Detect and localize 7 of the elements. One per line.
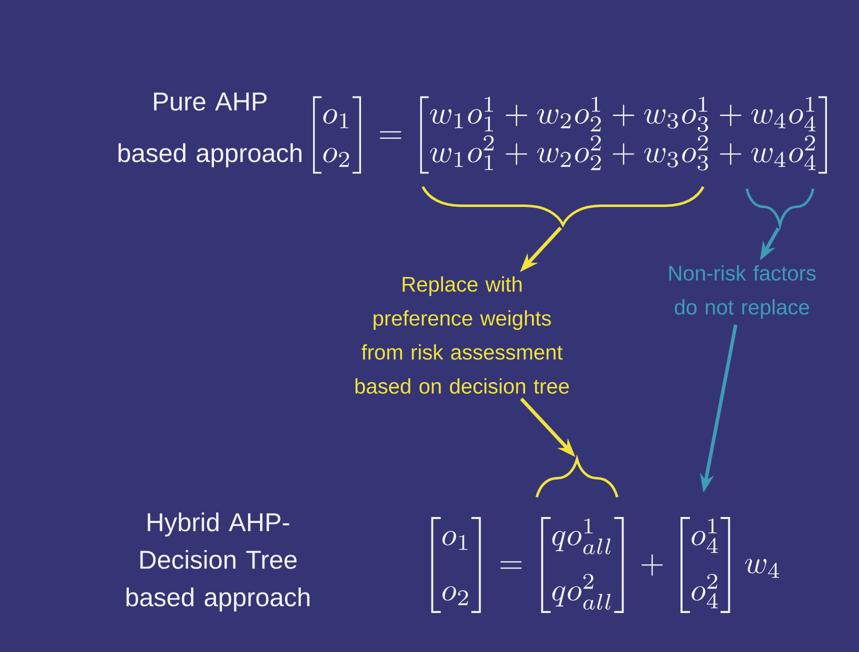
approach-label: Hybrid AHP-Decision Tree based approach (126, 512, 310, 612)
approach-label: Pure AHP based approach (118, 92, 302, 168)
annotation-text: Non-risk factors do not replace (669, 265, 816, 319)
equation: $\begin{bmatrix} o_1 \\[1ex] o_2 \end{bmatrix} = \begin{bmatrix} q o_{all}^1 \\[1ex] q o_{all}^2 \end{bmatrix} + \begin{bmatrix} o_4^1 \\[1ex] o_4^2 \end{bmatrix} w_4$ (431, 516, 780, 613)
curly-brace (422, 186, 704, 226)
annotation-text: Replace with preference weights from risk assessment based on decision tree (356, 276, 569, 394)
equation: $\begin{bmatrix} o_1 \\ o_2 \end{bmatrix} = \begin{bmatrix} w_1 o_1^1 + w_2 o_2^1 + w_3 o_3^1 + w_4 o_4^1 \\ w_1 o_1^2 + w_2 o_2^2 + w_3 o_3^2 + w_4 o_4^2 \end{bmatrix}$ (313, 96, 827, 174)
